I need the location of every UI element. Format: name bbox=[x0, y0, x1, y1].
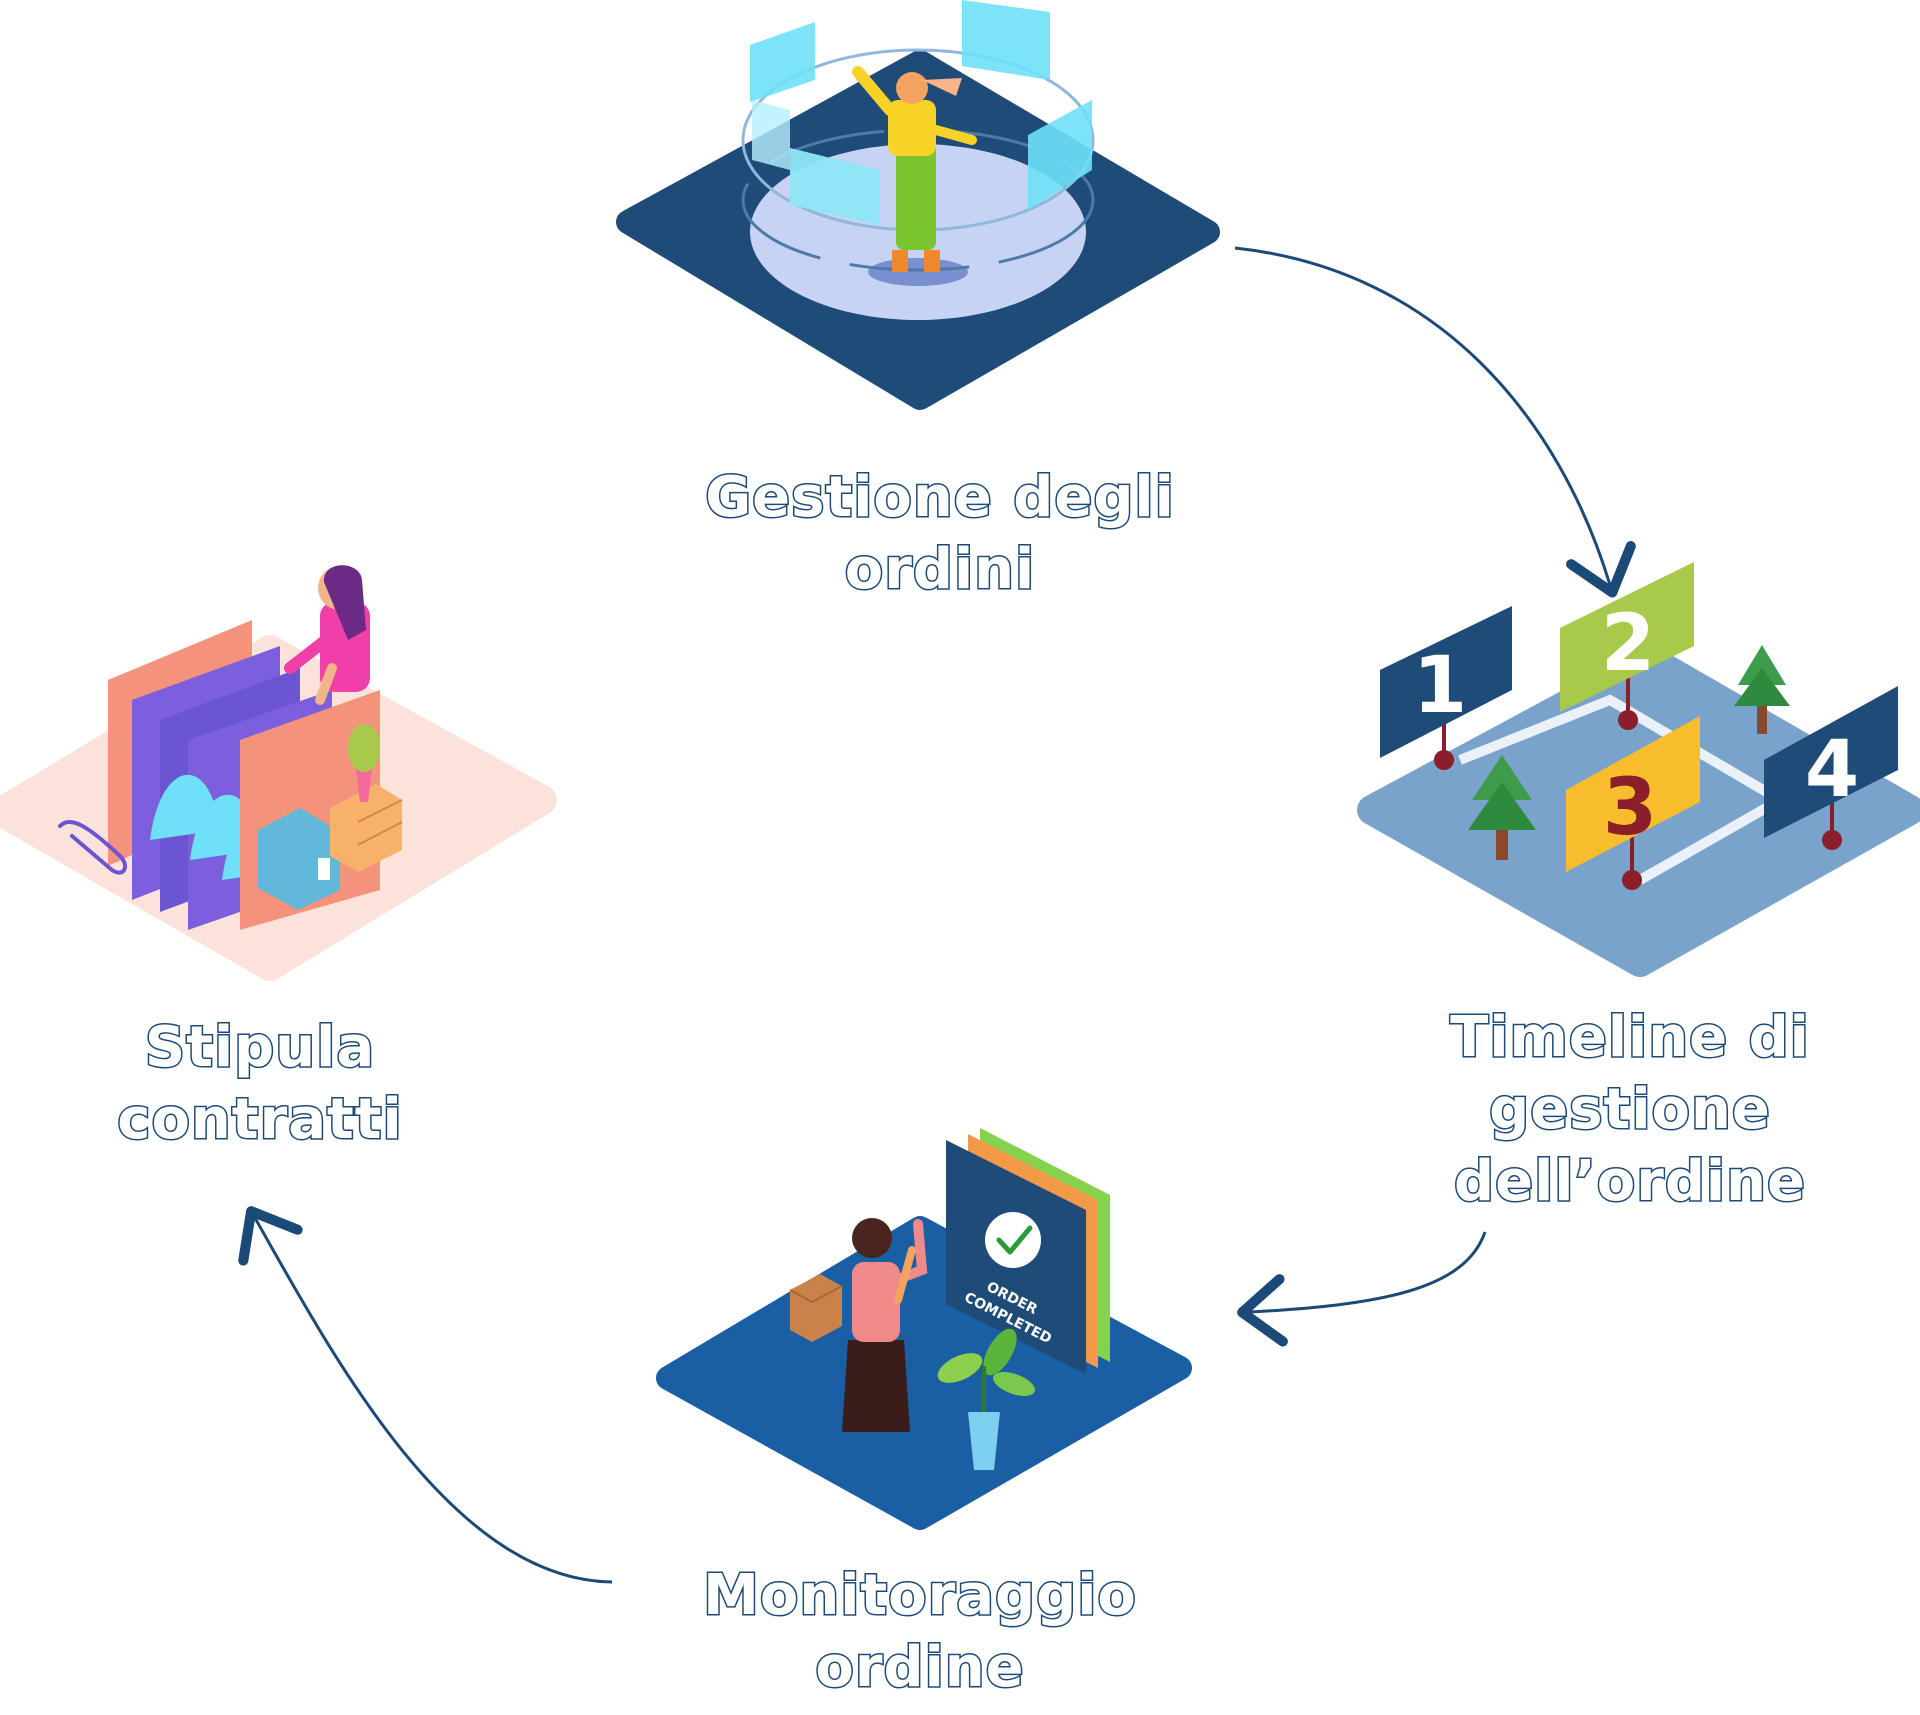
order-completed-illustration: ORDER COMPLETED bbox=[656, 1128, 1192, 1530]
arrow-gestione-to-timeline bbox=[1234, 246, 1636, 598]
timeline-sign-1: 1 bbox=[1413, 641, 1467, 731]
step-label-line: Stipula bbox=[143, 1014, 376, 1082]
step-label-line: gestione bbox=[1488, 1076, 1772, 1144]
step-label-monitoraggio: Monitoraggio ordine bbox=[560, 1560, 1280, 1704]
tree-icon bbox=[1468, 755, 1536, 860]
timeline-sign-2: 2 bbox=[1601, 599, 1655, 689]
arrow-timeline-to-monitor bbox=[1237, 1231, 1487, 1347]
timeline-signs-illustration: 1 2 3 4 bbox=[1357, 562, 1920, 977]
step-label-line: ordine bbox=[814, 1634, 1025, 1702]
step-label-line: Timeline di bbox=[1449, 1004, 1811, 1072]
step-label-line: Monitoraggio bbox=[702, 1562, 1138, 1630]
timeline-sign-3: 3 bbox=[1603, 763, 1657, 853]
vr-person-illustration bbox=[616, 0, 1220, 410]
step-label-gestione-ordini: Gestione degli ordini bbox=[590, 462, 1290, 606]
filing-cabinet-illustration bbox=[0, 565, 557, 981]
timeline-sign-4: 4 bbox=[1805, 725, 1859, 815]
arrow-monitor-to-stipula bbox=[238, 1206, 613, 1584]
step-label-line: Gestione degli bbox=[704, 464, 1176, 532]
step-label-line: contratti bbox=[116, 1086, 403, 1154]
step-label-line: dell’ordine bbox=[1453, 1148, 1807, 1216]
step-label-timeline: Timeline di gestione dell’ordine bbox=[1350, 1002, 1910, 1218]
step-label-stipula: Stipula contratti bbox=[40, 1012, 480, 1156]
tree-icon bbox=[1734, 645, 1790, 734]
step-label-line: ordini bbox=[843, 536, 1036, 604]
